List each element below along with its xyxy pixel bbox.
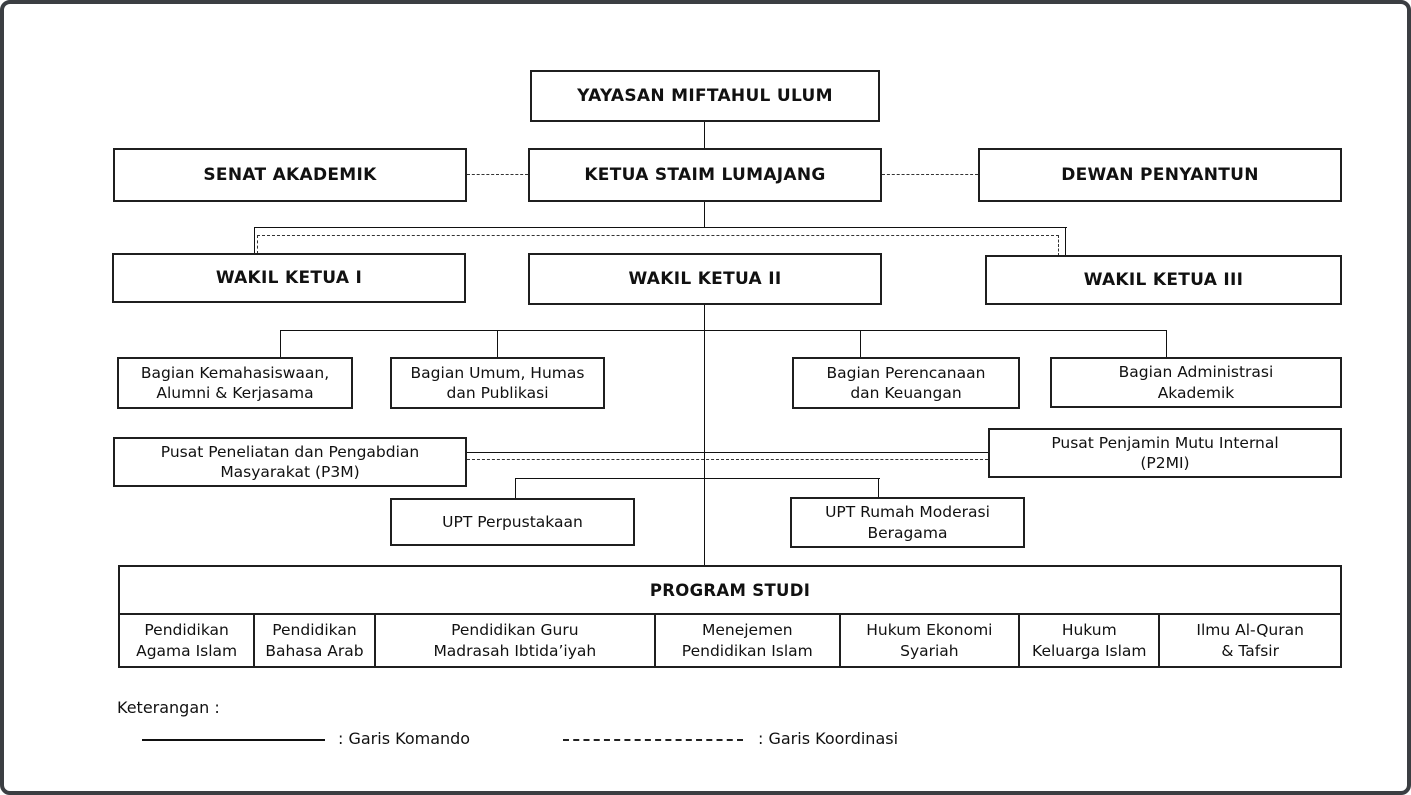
node-p3m: Pusat Peneliatan dan Pengabdian Masyarak… bbox=[113, 437, 467, 487]
node-senat-akademik: SENAT AKADEMIK bbox=[113, 148, 467, 202]
legend-coordination-label: : Garis Koordinasi bbox=[758, 729, 899, 748]
coordination-drop-wakil-1 bbox=[257, 235, 258, 254]
command-line-pusat bbox=[467, 452, 988, 453]
command-drop-administrasi bbox=[1166, 330, 1167, 358]
coordination-line-p3m-p2mi bbox=[467, 459, 988, 460]
command-drop-wakil-3 bbox=[1065, 227, 1066, 256]
command-line-ketua-drop bbox=[704, 202, 705, 227]
node-yayasan: YAYASAN MIFTAHUL ULUM bbox=[530, 70, 880, 122]
command-drop-wakil-1 bbox=[254, 227, 255, 254]
coordination-line-ketua-dewan bbox=[882, 174, 978, 175]
node-bagian-kemahasiswaan: Bagian Kemahasiswaan, Alumni & Kerjasama bbox=[117, 357, 353, 409]
node-bagian-perencanaan: Bagian Perencanaan dan Keuangan bbox=[792, 357, 1020, 409]
node-ketua-staim: KETUA STAIM LUMAJANG bbox=[528, 148, 882, 202]
command-drop-umum bbox=[497, 330, 498, 358]
legend-command-label: : Garis Komando bbox=[338, 729, 471, 748]
program-studi-hes: Hukum Ekonomi Syariah bbox=[841, 615, 1021, 666]
node-bagian-administrasi: Bagian Administrasi Akademik bbox=[1050, 357, 1342, 408]
command-line-wakil-branch bbox=[254, 227, 1067, 228]
node-p2mi: Pusat Penjamin Mutu Internal (P2MI) bbox=[988, 428, 1342, 478]
program-studi-table: PROGRAM STUDI Pendidikan Agama Islam Pen… bbox=[118, 565, 1342, 668]
command-drop-rumah-moderasi bbox=[878, 478, 879, 498]
node-dewan-penyantun: DEWAN PENYANTUN bbox=[978, 148, 1342, 202]
legend-command-line-sample bbox=[142, 739, 325, 741]
node-wakil-ketua-2: WAKIL KETUA II bbox=[528, 253, 882, 305]
legend-heading: Keterangan : bbox=[117, 698, 220, 717]
command-drop-kemahasiswaan bbox=[280, 330, 281, 358]
node-upt-rumah-moderasi: UPT Rumah Moderasi Beragama bbox=[790, 497, 1025, 548]
program-studi-pba: Pendidikan Bahasa Arab bbox=[255, 615, 376, 666]
node-upt-perpustakaan: UPT Perpustakaan bbox=[390, 498, 635, 546]
command-drop-perpustakaan bbox=[515, 478, 516, 499]
program-studi-hki: Hukum Keluarga Islam bbox=[1020, 615, 1161, 666]
command-line-bagian-branch bbox=[280, 330, 1167, 331]
program-studi-mpi: Menejemen Pendidikan Islam bbox=[656, 615, 841, 666]
program-studi-pgmi: Pendidikan Guru Madrasah Ibtida’iyah bbox=[376, 615, 656, 666]
program-studi-pai: Pendidikan Agama Islam bbox=[120, 615, 256, 666]
node-wakil-ketua-3: WAKIL KETUA III bbox=[985, 255, 1342, 305]
node-bagian-umum: Bagian Umum, Humas dan Publikasi bbox=[390, 357, 605, 409]
coordination-drop-wakil-3 bbox=[1058, 235, 1059, 256]
legend-coordination-line-sample bbox=[563, 739, 743, 741]
command-line-yayasan-ketua bbox=[704, 122, 705, 148]
coordination-line-senat-ketua bbox=[467, 174, 528, 175]
command-drop-perencanaan bbox=[860, 330, 861, 358]
program-studi-header: PROGRAM STUDI bbox=[120, 567, 1340, 615]
program-studi-row: Pendidikan Agama Islam Pendidikan Bahasa… bbox=[120, 615, 1340, 666]
command-trunk bbox=[704, 305, 705, 565]
coordination-line-wakil bbox=[257, 235, 1059, 236]
command-line-upt-branch bbox=[515, 478, 880, 479]
program-studi-iqt: Ilmu Al-Quran & Tafsir bbox=[1196, 621, 1304, 660]
node-wakil-ketua-1: WAKIL KETUA I bbox=[112, 253, 466, 303]
